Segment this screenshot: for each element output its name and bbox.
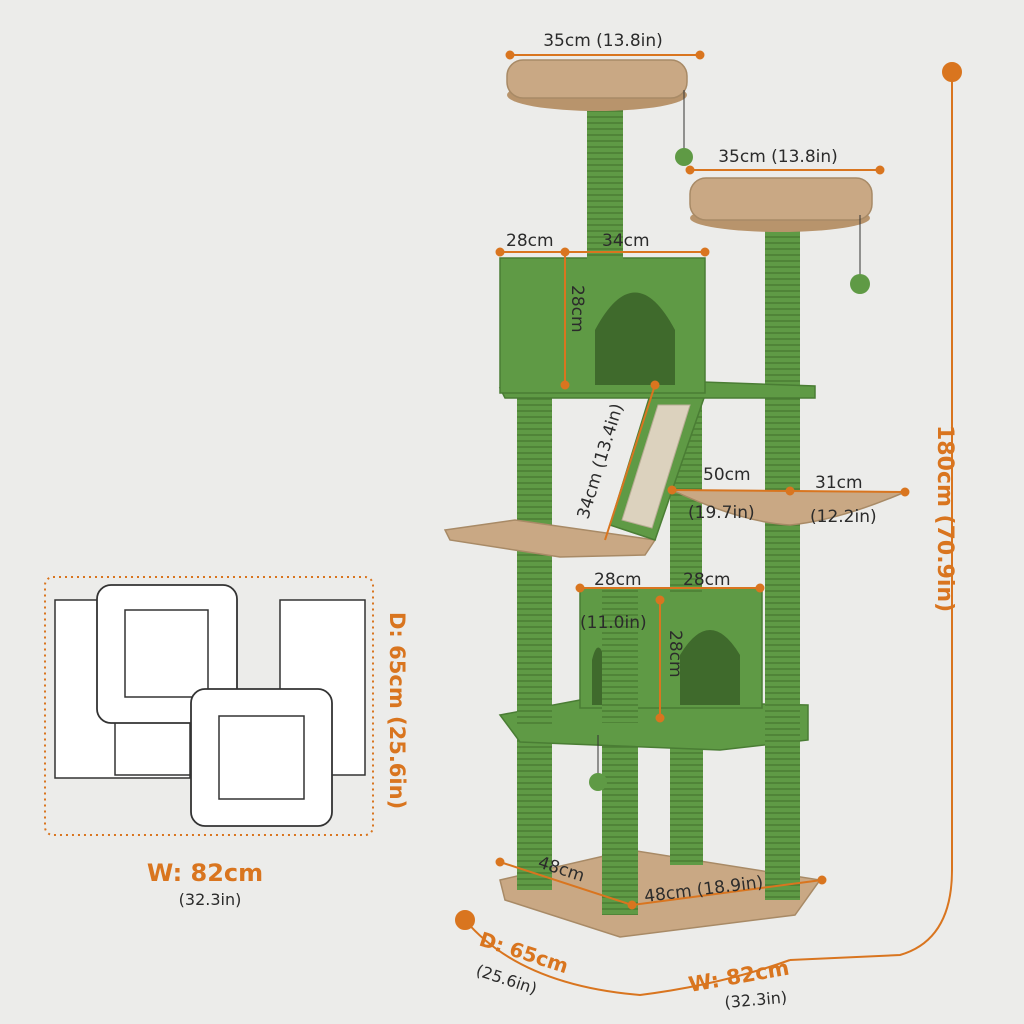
post-right-lower bbox=[765, 740, 800, 900]
lower-ball bbox=[589, 773, 607, 791]
footprint-depth-label: D: 65cm (25.6in) bbox=[385, 612, 409, 809]
scratch-ramp-sisal bbox=[621, 404, 691, 529]
label-hammock-length-in: (19.7in) bbox=[688, 503, 755, 523]
post-left-lower bbox=[517, 730, 552, 890]
post-left-mid bbox=[517, 395, 552, 725]
top-perch bbox=[506, 59, 688, 99]
dimension-lines bbox=[455, 50, 962, 997]
footprint-base-mid bbox=[114, 719, 191, 776]
label-lower-condo-width: 28cm bbox=[683, 570, 731, 590]
footprint-width-in-label: (32.3in) bbox=[179, 890, 242, 909]
post-center-lower bbox=[670, 745, 703, 865]
footprint-perch-top-inner bbox=[124, 609, 209, 698]
label-hammock-width-in: (12.2in) bbox=[810, 507, 877, 527]
label-hammock-width-cm: 31cm bbox=[815, 473, 863, 493]
post-top bbox=[587, 100, 623, 260]
label-total-height: 180cm (70.9in) bbox=[932, 425, 957, 612]
label-hammock-length-cm: 50cm bbox=[703, 465, 751, 485]
footprint-top-view: D: 65cm (25.6in) W: 82cm (32.3in) bbox=[44, 576, 409, 909]
footprint-bounding-box bbox=[44, 576, 374, 836]
label-top-perch-width: 35cm (13.8in) bbox=[543, 31, 663, 51]
label-upper-condo-height: 28cm bbox=[567, 285, 587, 333]
upper-condo-door bbox=[595, 292, 675, 385]
second-perch bbox=[689, 177, 873, 221]
footprint-width-cm-label: W: 82cm bbox=[147, 859, 263, 887]
lower-condo-door bbox=[680, 630, 740, 705]
label-second-perch-width: 35cm (13.8in) bbox=[718, 147, 838, 167]
cat-tree bbox=[443, 59, 906, 938]
footprint-perch-bottom-inner bbox=[218, 715, 305, 800]
label-overall-width-in: (32.3in) bbox=[724, 988, 788, 1012]
step-platform bbox=[443, 519, 657, 558]
top-perch-ball bbox=[675, 148, 693, 166]
post-front-mid bbox=[602, 588, 638, 723]
post-front-lower bbox=[602, 720, 638, 915]
label-lower-condo-height: 28cm bbox=[665, 630, 685, 678]
label-upper-condo-width: 34cm bbox=[602, 231, 650, 251]
label-lower-condo-depth-in: (11.0in) bbox=[580, 613, 647, 633]
lower-condo-opening bbox=[592, 647, 605, 705]
label-lower-condo-depth-cm: 28cm bbox=[594, 570, 642, 590]
hammock bbox=[671, 489, 906, 526]
label-upper-condo-depth: 28cm bbox=[506, 231, 554, 251]
second-perch-ball bbox=[850, 274, 870, 294]
